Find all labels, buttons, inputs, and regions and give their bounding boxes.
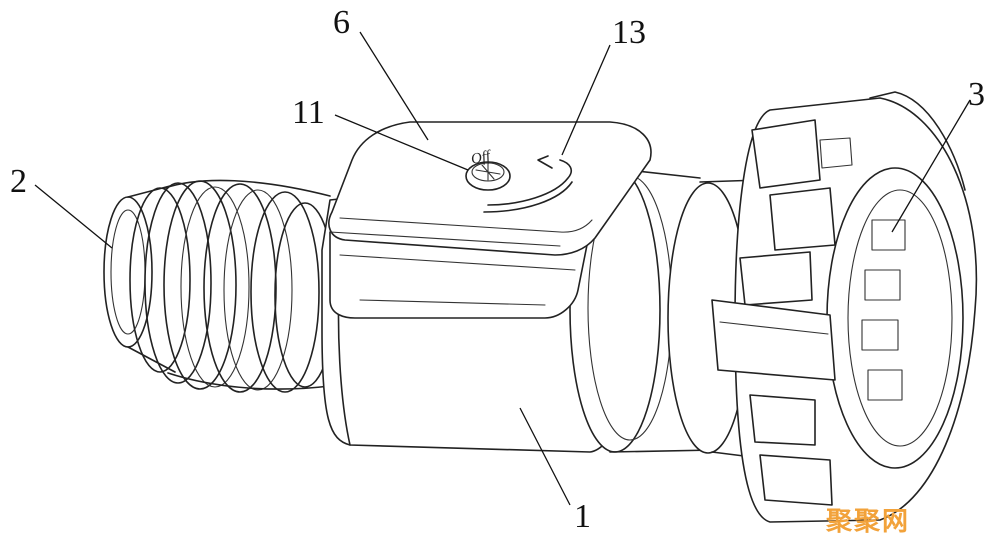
knob-label: Off xyxy=(470,148,494,168)
callout-13: 13 xyxy=(612,14,646,51)
watermark-logo: 聚聚网 xyxy=(825,507,910,537)
callout-6: 6 xyxy=(333,4,350,41)
leader-3 xyxy=(891,99,971,233)
spigot-end xyxy=(103,179,336,393)
leader-13 xyxy=(561,44,611,156)
callout-3: 3 xyxy=(968,76,985,113)
rotation-arrow xyxy=(483,155,573,213)
callout-11: 11 xyxy=(292,94,325,131)
retainer-clip xyxy=(711,91,978,523)
leader-2 xyxy=(34,184,113,249)
callout-2: 2 xyxy=(10,163,27,200)
leader-11 xyxy=(334,114,469,171)
leader-1 xyxy=(519,407,571,506)
leader-lines xyxy=(34,31,971,506)
callout-1: 1 xyxy=(574,498,591,535)
knob xyxy=(465,161,511,191)
leader-6 xyxy=(359,31,429,141)
